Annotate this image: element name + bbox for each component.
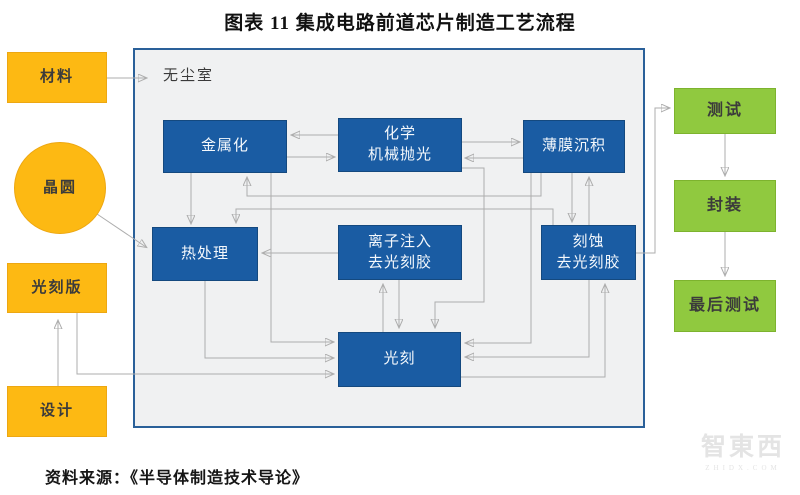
node-lithography: 光刻: [338, 332, 461, 387]
figure-title: 图表 11 集成电路前道芯片制造工艺流程: [224, 13, 576, 34]
node-thin-film-deposition-label: 薄膜沉积: [541, 138, 606, 154]
node-materials: 材料: [7, 52, 107, 103]
node-packaging-label: 封装: [706, 196, 743, 214]
node-thin-film-deposition: 薄膜沉积: [523, 120, 625, 173]
node-etch-strip-label-line1: 刻蚀: [572, 233, 605, 250]
source-reference: 《半导体制造技术导论》: [130, 470, 310, 487]
node-wafer: 晶圆: [14, 142, 106, 234]
node-ion-implant-strip: 离子注入 去光刻胶: [338, 225, 462, 280]
node-etch-strip: 刻蚀 去光刻胶: [541, 225, 636, 280]
node-cmp-label-line2: 机械抛光: [367, 147, 432, 163]
node-packaging: 封装: [674, 180, 776, 232]
node-metallization: 金属化: [163, 120, 287, 173]
watermark: 智東西 ZHIDX.COM: [688, 434, 798, 472]
node-lithography-label: 光刻: [383, 351, 416, 367]
node-test: 测试: [674, 88, 776, 134]
watermark-domain: ZHIDX.COM: [705, 463, 781, 472]
node-wafer-label: 晶圆: [42, 179, 77, 196]
node-heat-treatment-label: 热处理: [180, 245, 229, 262]
node-photomask: 光刻版: [7, 263, 107, 313]
node-metallization-label: 金属化: [200, 138, 249, 154]
cleanroom-label: 无尘室: [163, 68, 215, 84]
node-test-label: 测试: [706, 101, 743, 119]
node-materials-label: 材料: [39, 69, 74, 85]
node-ion-implant-strip-label-line1: 离子注入: [367, 233, 432, 250]
source-line: 资料来源：《半导体制造技术导论》: [45, 464, 309, 488]
watermark-logo: 智東西: [700, 434, 785, 461]
node-final-test: 最后测试: [674, 280, 776, 332]
node-photomask-label: 光刻版: [31, 279, 83, 296]
node-cmp-label-line1: 化学: [383, 126, 416, 142]
node-design-label: 设计: [39, 403, 74, 419]
node-heat-treatment: 热处理: [152, 227, 258, 281]
node-etch-strip-label-line2: 去光刻胶: [556, 254, 621, 271]
node-design: 设计: [7, 386, 107, 437]
node-ion-implant-strip-label-line2: 去光刻胶: [367, 254, 432, 271]
node-final-test-label: 最后测试: [688, 296, 761, 314]
source-label: 资料来源：: [45, 470, 131, 487]
node-cmp: 化学 机械抛光: [338, 118, 462, 172]
